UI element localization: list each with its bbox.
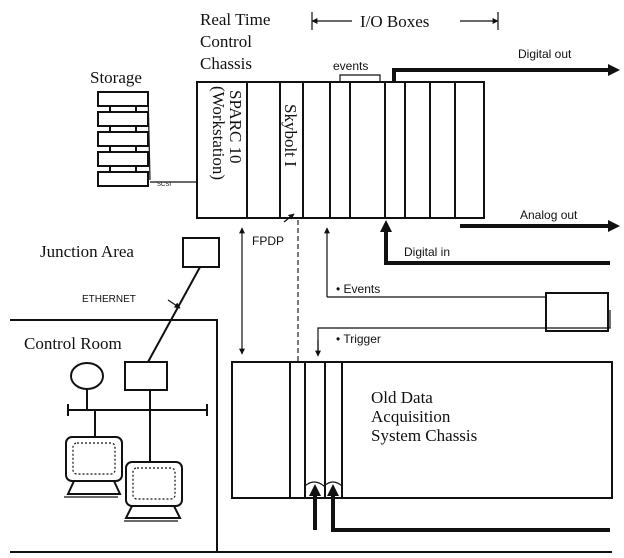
control-room-box	[124, 361, 168, 391]
events-line	[324, 227, 546, 298]
junction-area-box	[182, 237, 220, 268]
old-chassis-input-arrows	[304, 481, 610, 532]
scsi-label: SCSI	[157, 182, 171, 188]
real-time-label-1: Real Time	[200, 10, 270, 29]
digital-out-arrow	[392, 64, 620, 82]
sparc-label-1: SPARC 10	[226, 90, 245, 164]
digital-out-label: Digital out	[518, 47, 572, 61]
control-room-enclosure	[10, 319, 218, 552]
control-room-label: Control Room	[24, 334, 122, 353]
events-bracket	[339, 74, 381, 82]
skybolt-label: Skybolt I	[281, 104, 300, 167]
ethernet-pointer	[167, 299, 181, 309]
old-daq-label-1: Old Data	[371, 388, 433, 407]
storage-stack	[97, 91, 149, 187]
old-daq-label-3: System Chassis	[371, 426, 477, 445]
sparc-label-2: (Workstation)	[209, 86, 228, 180]
ethernet-label: ETHERNET	[82, 294, 136, 305]
junction-area-label: Junction Area	[40, 242, 134, 261]
events-bullet-label: • Events	[336, 282, 380, 296]
io-boxes-range	[311, 12, 499, 30]
events-top-label: events	[333, 59, 368, 73]
workstation-computer-icon	[64, 436, 123, 498]
fpdp-pointer	[283, 213, 295, 223]
real-time-label-2: Control	[200, 32, 252, 51]
trigger-bullet-label: • Trigger	[336, 332, 381, 346]
storage-bus-line	[147, 91, 151, 181]
real-time-label-3: Chassis	[200, 54, 252, 73]
ethernet-line	[147, 266, 201, 363]
fpdp-label: FPDP	[252, 234, 284, 248]
analog-out-label: Analog out	[520, 208, 578, 222]
analog-out-arrow	[460, 220, 620, 232]
monitor-oval	[70, 362, 104, 390]
trigger-line	[315, 310, 611, 357]
old-daq-label-2: Acquisition	[371, 407, 451, 426]
storage-label: Storage	[90, 68, 142, 87]
digital-in-label: Digital in	[404, 245, 450, 259]
digital-in-arrow	[380, 220, 610, 265]
old-daq-chassis	[231, 361, 613, 499]
events-box	[545, 292, 609, 332]
io-boxes-label: I/O Boxes	[360, 12, 429, 31]
terminal-computer-icon	[124, 461, 183, 522]
